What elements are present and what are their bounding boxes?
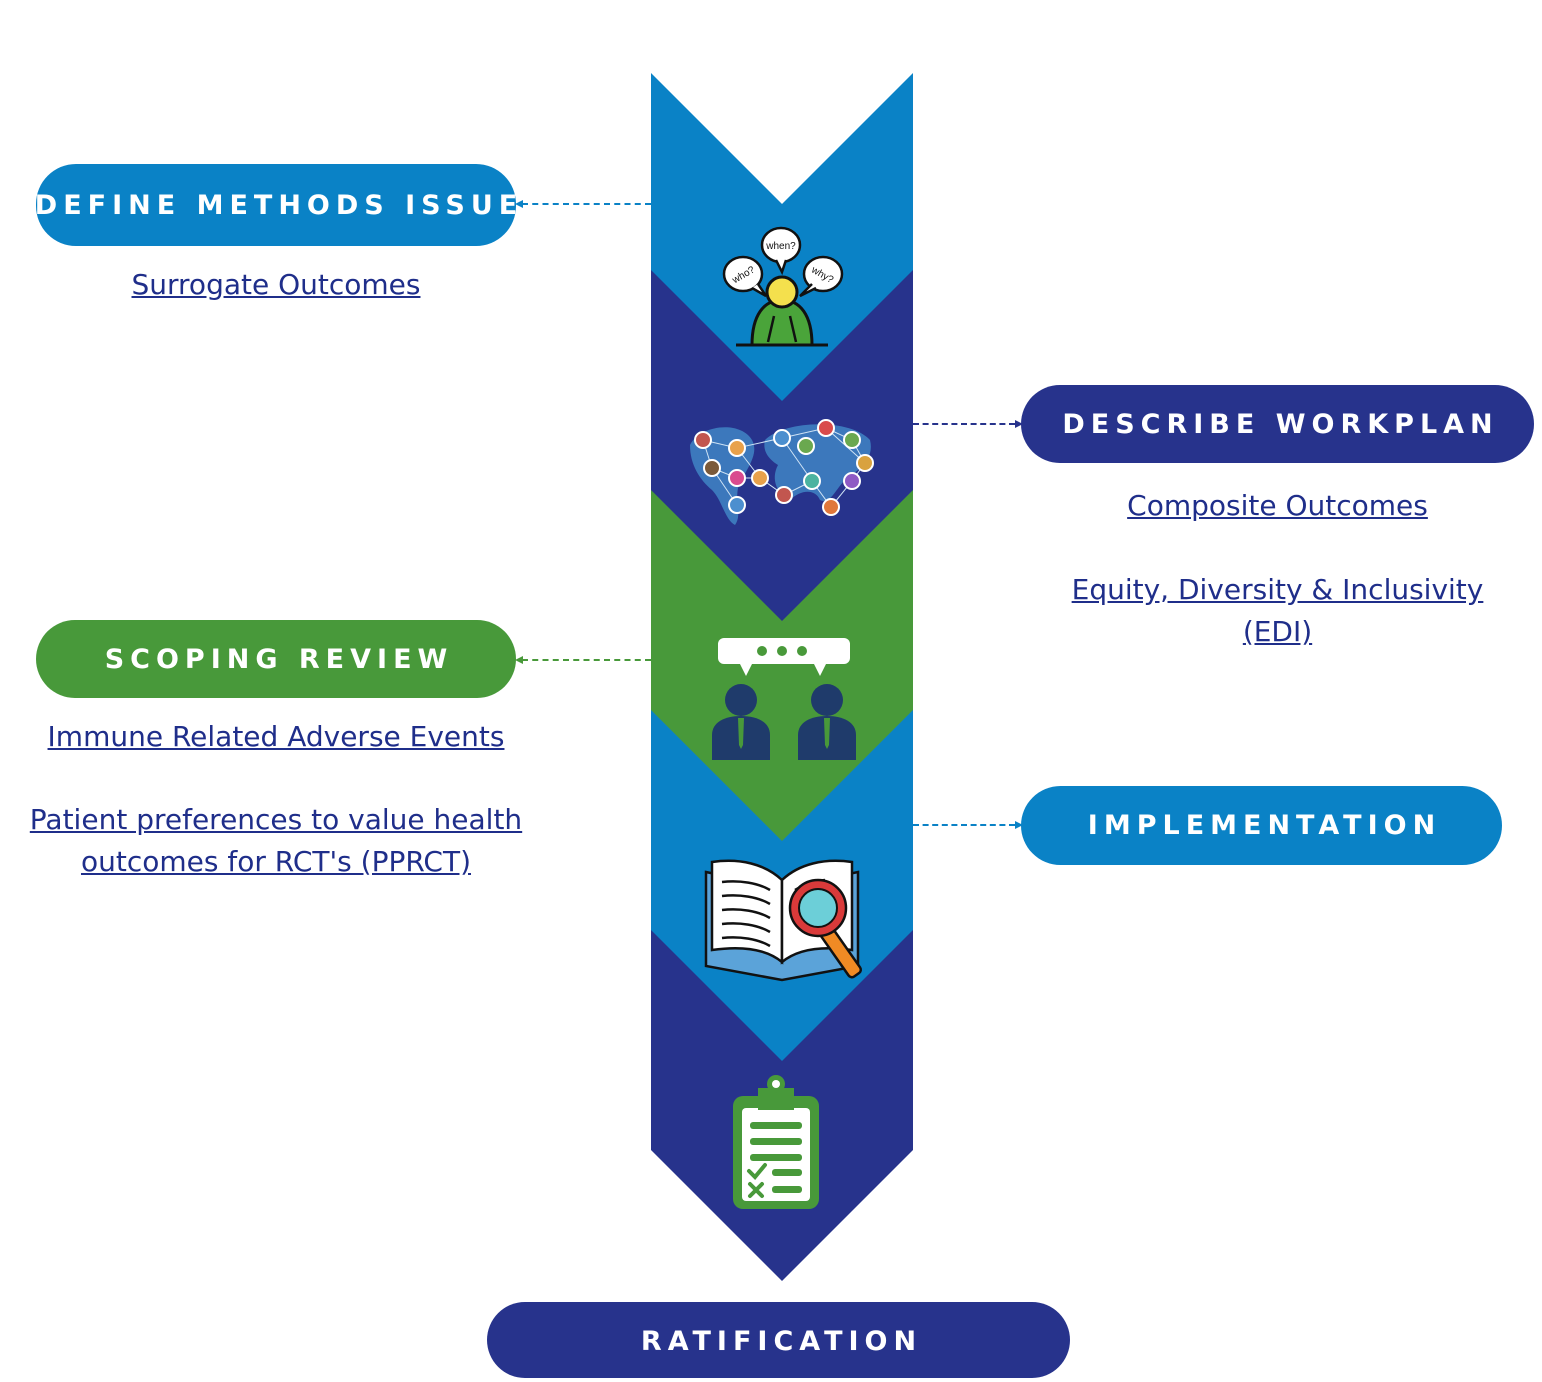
- link-edi[interactable]: Equity, Diversity & Inclusivity (EDI): [1021, 569, 1534, 653]
- world-network-icon: [690, 419, 874, 525]
- connector-scoping: [522, 659, 651, 661]
- arrowhead-scoping: [515, 656, 523, 664]
- thinking-person-icon: when? who? why?: [722, 226, 844, 347]
- step-ratification: RATIFICATION: [487, 1302, 1070, 1378]
- link-pprct-line1[interactable]: Patient preferences to value health: [29, 803, 523, 836]
- connector-workplan: [913, 423, 1015, 425]
- step-describe-workplan: DESCRIBE WORKPLAN: [1021, 385, 1534, 463]
- arrowhead-define: [515, 200, 523, 208]
- book-magnifier-icon: [704, 859, 863, 982]
- connector-define: [522, 203, 651, 205]
- link-immune-related-adverse-events[interactable]: Immune Related Adverse Events: [47, 720, 505, 753]
- discussion-icon: [712, 638, 856, 760]
- arrowhead-workplan: [1015, 420, 1023, 428]
- link-edi-line1[interactable]: Equity, Diversity & Inclusivity: [1071, 573, 1484, 606]
- link-composite-outcomes[interactable]: Composite Outcomes: [1127, 489, 1428, 522]
- link-pprct-line2[interactable]: outcomes for RCT's (PPRCT): [80, 845, 471, 878]
- when-text: when?: [765, 241, 796, 252]
- connector-implementation: [913, 824, 1015, 826]
- step-define-methods-issue: DEFINE METHODS ISSUE: [35, 164, 517, 246]
- link-pprct[interactable]: Patient preferences to value health outc…: [6, 799, 546, 883]
- link-surrogate-outcomes[interactable]: Surrogate Outcomes: [131, 268, 421, 301]
- step-scoping-review: SCOPING REVIEW: [36, 620, 516, 698]
- link-edi-line2[interactable]: (EDI): [1242, 615, 1313, 648]
- step-implementation: IMPLEMENTATION: [1021, 786, 1502, 865]
- arrowhead-implementation: [1015, 821, 1023, 829]
- clipboard-checklist-icon: [733, 1075, 819, 1209]
